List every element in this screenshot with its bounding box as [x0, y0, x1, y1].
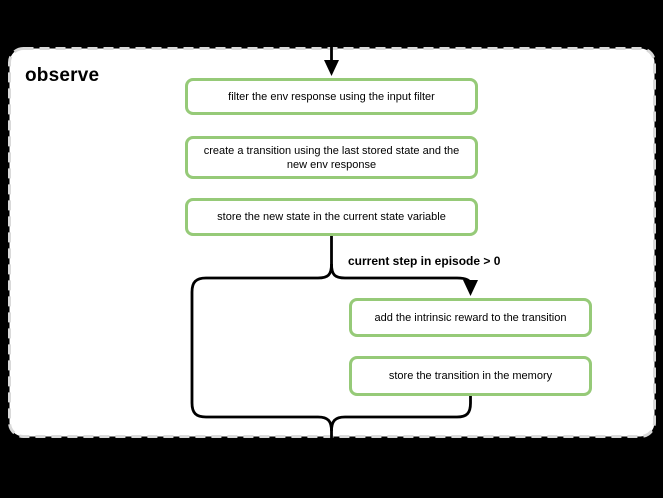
- condition-label: current step in episode > 0: [348, 254, 501, 268]
- edge-skip-branch: [190, 263, 333, 442]
- node-store-new-state: store the new state in the current state…: [185, 198, 478, 236]
- edge-return-branch: [330, 396, 472, 432]
- entry-arrowhead-icon: [324, 60, 339, 76]
- node-create-transition: create a transition using the last store…: [185, 136, 478, 179]
- node-label: store the transition in the memory: [388, 370, 553, 382]
- node-store-transition: store the transition in the memory: [349, 356, 592, 396]
- node-label: store the new state in the current state…: [217, 211, 446, 223]
- condition-arrowhead-icon: [463, 280, 478, 296]
- node-label: add the intrinsic reward to the transiti…: [374, 311, 567, 324]
- node-label: create a transition using the last store…: [203, 144, 460, 171]
- node-filter-env-response: filter the env response using the input …: [185, 78, 478, 115]
- node-add-intrinsic-reward: add the intrinsic reward to the transiti…: [349, 298, 592, 337]
- node-label: filter the env response using the input …: [228, 90, 435, 103]
- group-title: observe: [25, 65, 100, 86]
